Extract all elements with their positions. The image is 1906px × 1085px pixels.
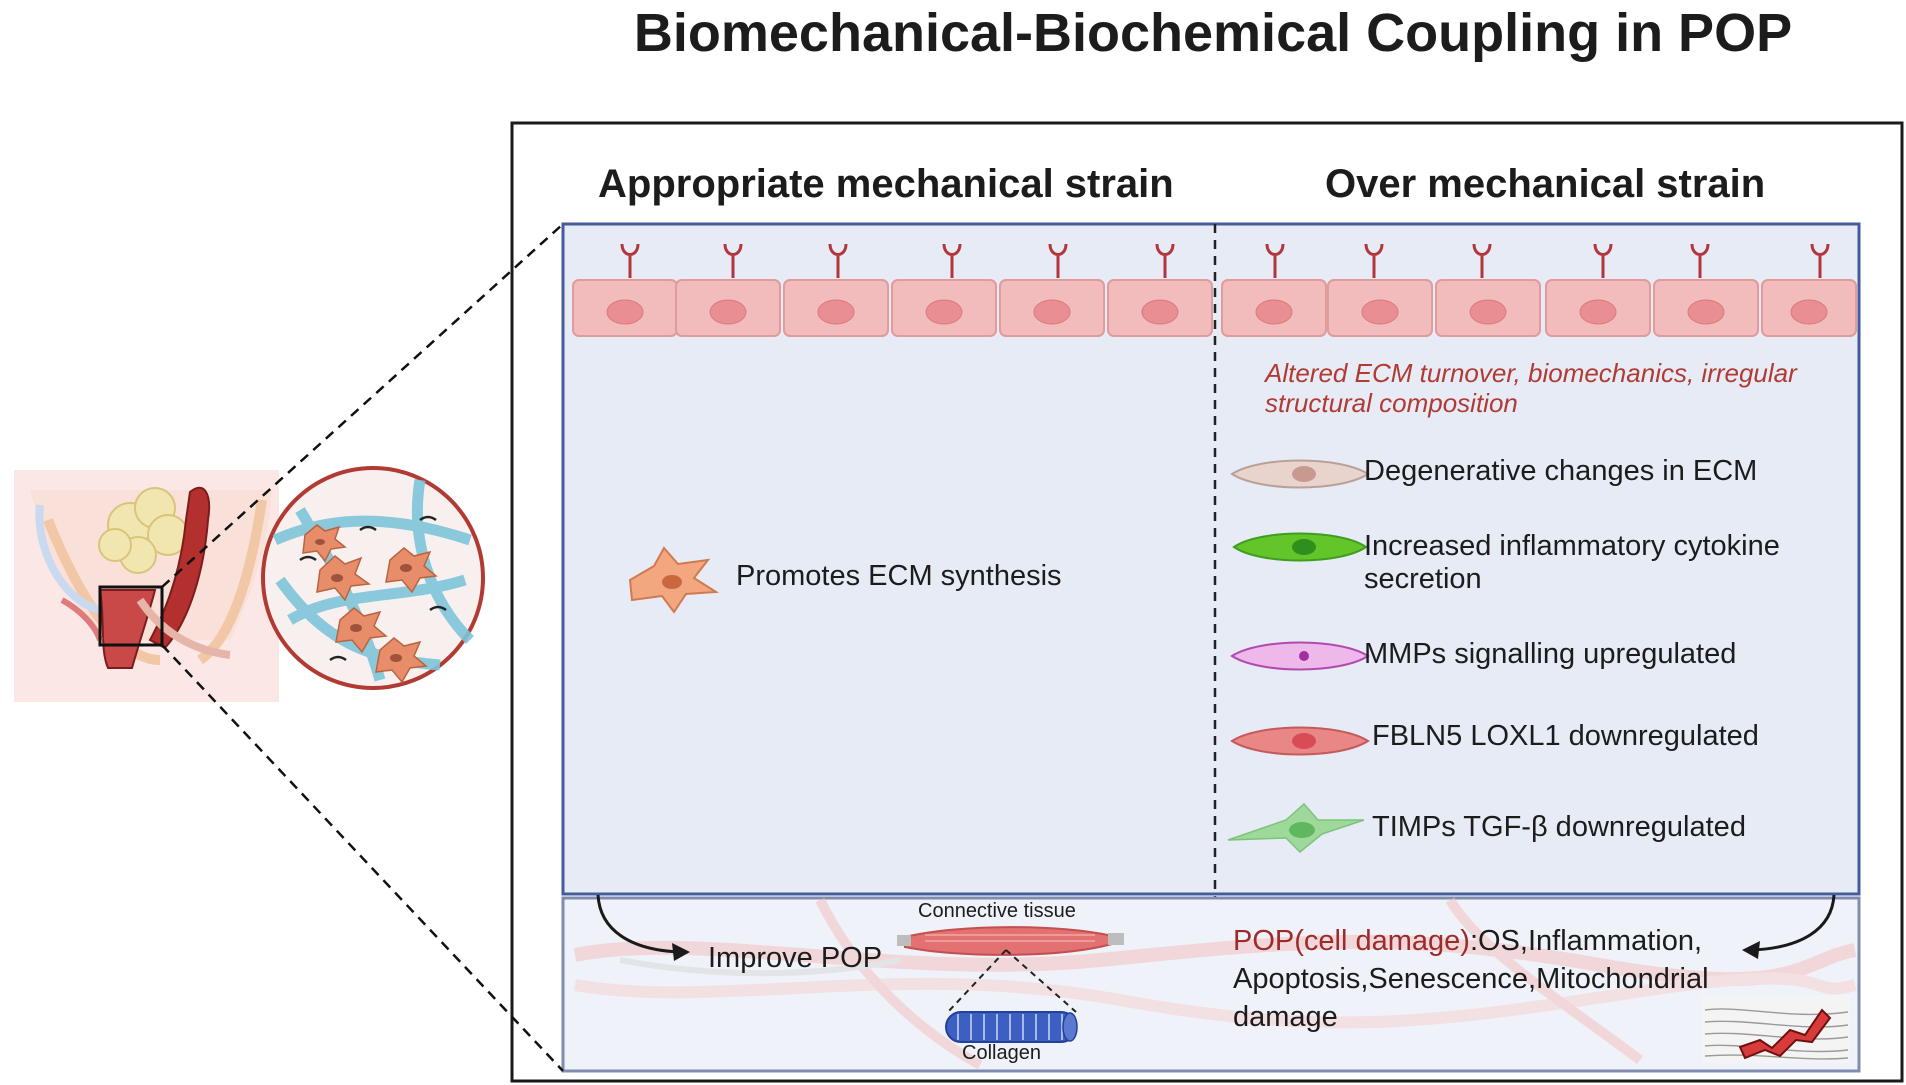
connective-tissue-icon: [897, 926, 1124, 956]
zoom-connectors: [161, 223, 564, 1072]
tissue-background: [573, 897, 1857, 1070]
cell-icon-0: [1230, 459, 1370, 489]
epithelial-cell: [675, 279, 781, 337]
receptor-icon: [723, 243, 743, 278]
receptor-icon: [942, 243, 962, 278]
pelvis-anatomy-illustration: [14, 470, 279, 702]
collagen-fiber-icon: [945, 1011, 1078, 1043]
cell-icon-2: [1230, 641, 1370, 671]
receptor-icon: [1690, 243, 1710, 278]
epithelial-cell-row: [572, 243, 1857, 337]
epithelial-cell: [1107, 279, 1213, 337]
epithelial-cell: [1221, 279, 1327, 337]
epithelial-cell: [891, 279, 997, 337]
receptor-icon: [1810, 243, 1830, 278]
receptor-icon: [1593, 243, 1613, 278]
cell-icon-4: [1227, 802, 1365, 854]
receptor-icon: [620, 243, 640, 278]
left-curved-arrow: [596, 894, 681, 954]
epithelial-cell: [783, 279, 889, 337]
epithelial-cell: [1545, 279, 1651, 337]
receptor-icon: [1265, 243, 1285, 278]
epithelial-cell: [1435, 279, 1541, 337]
zoom-box: [98, 585, 164, 647]
receptor-icon: [1364, 243, 1384, 278]
epithelial-cell: [1327, 279, 1433, 337]
receptor-icon: [1048, 243, 1068, 278]
epithelial-cell: [999, 279, 1105, 337]
receptor-icon: [828, 243, 848, 278]
epithelial-cell: [1653, 279, 1759, 337]
right-arrowhead: [1742, 941, 1760, 959]
tissue-zoom-circle: [261, 466, 485, 690]
receptor-icon: [1472, 243, 1492, 278]
epithelial-cell: [1761, 279, 1857, 337]
cell-icon-3: [1230, 726, 1370, 756]
epithelial-cell: [572, 279, 678, 337]
fibroblast-icon: [628, 546, 720, 614]
receptor-icon: [1155, 243, 1175, 278]
left-arrowhead: [672, 943, 690, 961]
zoom-lines: [947, 949, 1077, 1013]
cell-icon-1: [1232, 532, 1368, 562]
right-curved-arrow: [1751, 894, 1836, 952]
damaged-tissue-icon: [1702, 995, 1850, 1063]
